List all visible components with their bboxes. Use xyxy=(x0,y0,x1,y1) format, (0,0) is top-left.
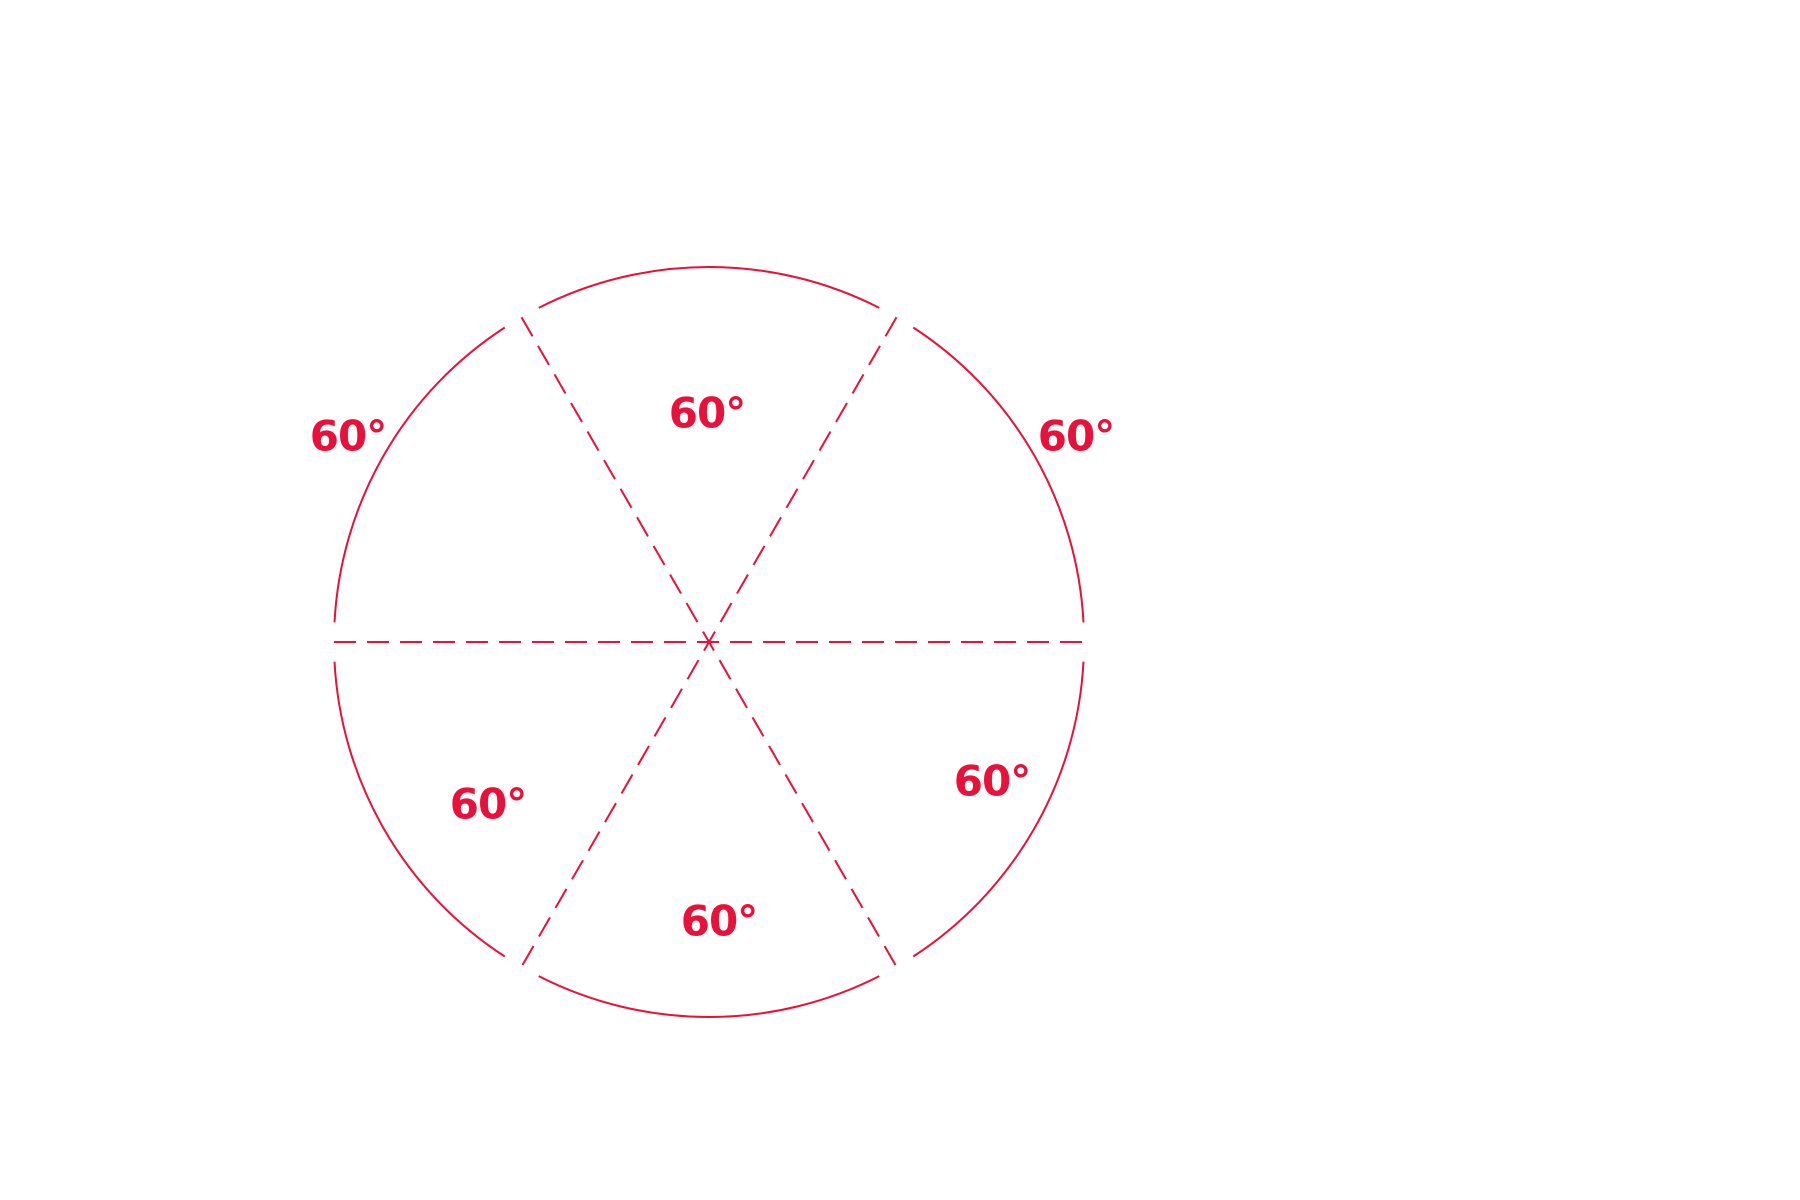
circle-arc xyxy=(912,326,1085,623)
circle-arc xyxy=(538,266,880,309)
angle-label-bottom: 60° xyxy=(680,896,758,946)
angle-label-lower-right: 60° xyxy=(953,756,1031,806)
angle-label-upper-right: 60° xyxy=(1037,411,1115,461)
circle-arc xyxy=(333,661,506,958)
circle-arc xyxy=(912,661,1085,958)
angle-label-lower-left: 60° xyxy=(449,779,527,829)
angle-label-upper-left: 60° xyxy=(309,411,387,461)
circle-arc xyxy=(538,975,880,1018)
angle-label-top: 60° xyxy=(668,388,746,438)
circle-arc xyxy=(333,326,506,623)
dashed-diameter xyxy=(520,316,898,968)
